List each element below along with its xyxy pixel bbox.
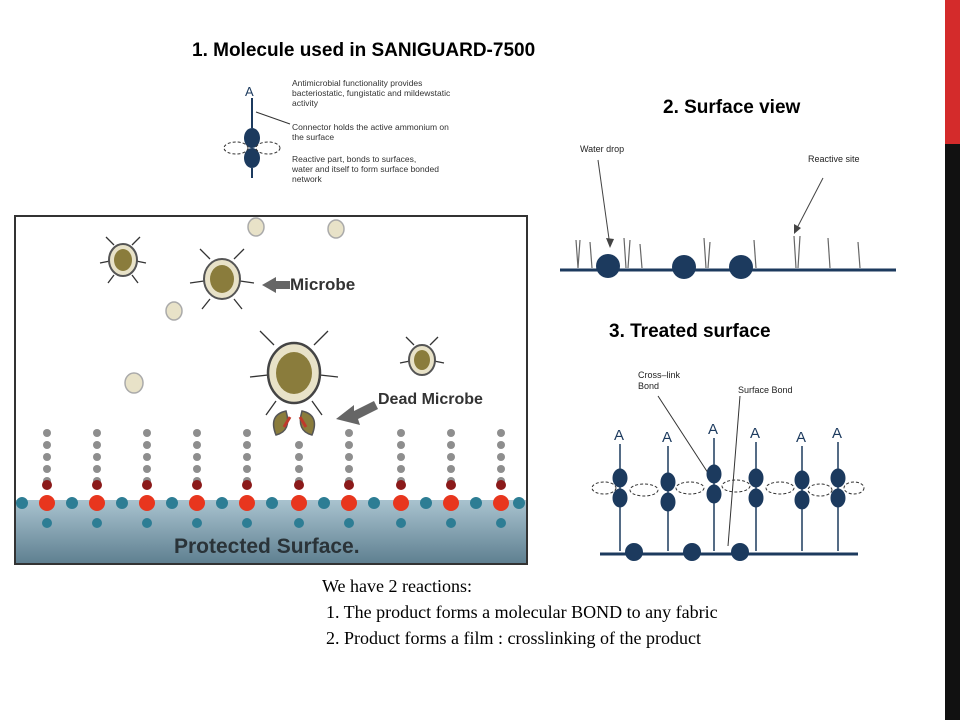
microbe-cluster: [99, 217, 445, 436]
cross-link-label: Cross–link: [638, 370, 681, 380]
accent-bar: [945, 0, 960, 720]
surface-view-figure: Water drop Reactive site: [558, 138, 898, 283]
cross-link-bond-label: Bond: [638, 381, 660, 391]
surface-bond-label: Surface Bond: [738, 385, 793, 395]
reaction-item-2: 2. Product forms a film : crosslinking o…: [326, 628, 701, 648]
molecule-note-3: activity: [292, 98, 318, 108]
reactions-intro: We have 2 reactions:: [322, 576, 472, 596]
treated-atom-label-2: A: [662, 429, 672, 446]
molecule-note-2: bacteriostatic, fungistatic and mildewst…: [292, 88, 451, 98]
molecule-note-6: Reactive part, bonds to surfaces,: [292, 154, 417, 164]
protected-surface-label: Protected Surface.: [174, 535, 360, 558]
treated-atom-label-5: A: [796, 429, 806, 446]
molecule-title: 1. Molecule used in SANIGUARD-7500: [192, 40, 536, 61]
treated-atom-label-3: A: [708, 421, 718, 438]
treated-surface-diagram: A A A A A A: [591, 395, 865, 561]
treated-atom-label-4: A: [750, 425, 760, 442]
molecule-note-7: water and itself to form surface bonded: [292, 164, 439, 174]
reaction-item-1: 1. The product forms a molecular BOND to…: [326, 602, 718, 622]
molecule-note-8: network: [292, 174, 322, 184]
treated-surface-figure: A A A A A A Cross–link Bond Surface Bond: [590, 366, 870, 571]
molecule-note-5: the surface: [292, 132, 335, 142]
protected-surface-illustration: Microbe Dead Microbe Protected Surface.: [14, 215, 528, 565]
molecule-note-4: Connector holds the active ammonium on: [292, 122, 449, 132]
molecule-atom-label: A: [245, 84, 254, 99]
surface-bead-chains: [16, 429, 525, 528]
treated-atom-label-1: A: [614, 427, 624, 444]
protected-surface-diagram: [14, 215, 528, 565]
treated-atom-label-6: A: [832, 425, 842, 442]
accent-bar-red-segment: [945, 0, 960, 144]
molecule-note-1: Antimicrobial functionality provides: [292, 78, 423, 88]
molecule-diagram: A: [223, 84, 291, 178]
surface-view-diagram: [560, 159, 896, 279]
water-drop-label: Water drop: [580, 144, 625, 154]
surface-view-title: 2. Surface view: [663, 97, 801, 118]
reactive-site-label: Reactive site: [808, 154, 860, 164]
molecule-figure: A Antimicrobial functionality provides b…: [220, 78, 520, 203]
treated-surface-title: 3. Treated surface: [609, 321, 771, 342]
dead-microbe-label: Dead Microbe: [378, 391, 483, 408]
microbe-label: Microbe: [290, 275, 356, 294]
